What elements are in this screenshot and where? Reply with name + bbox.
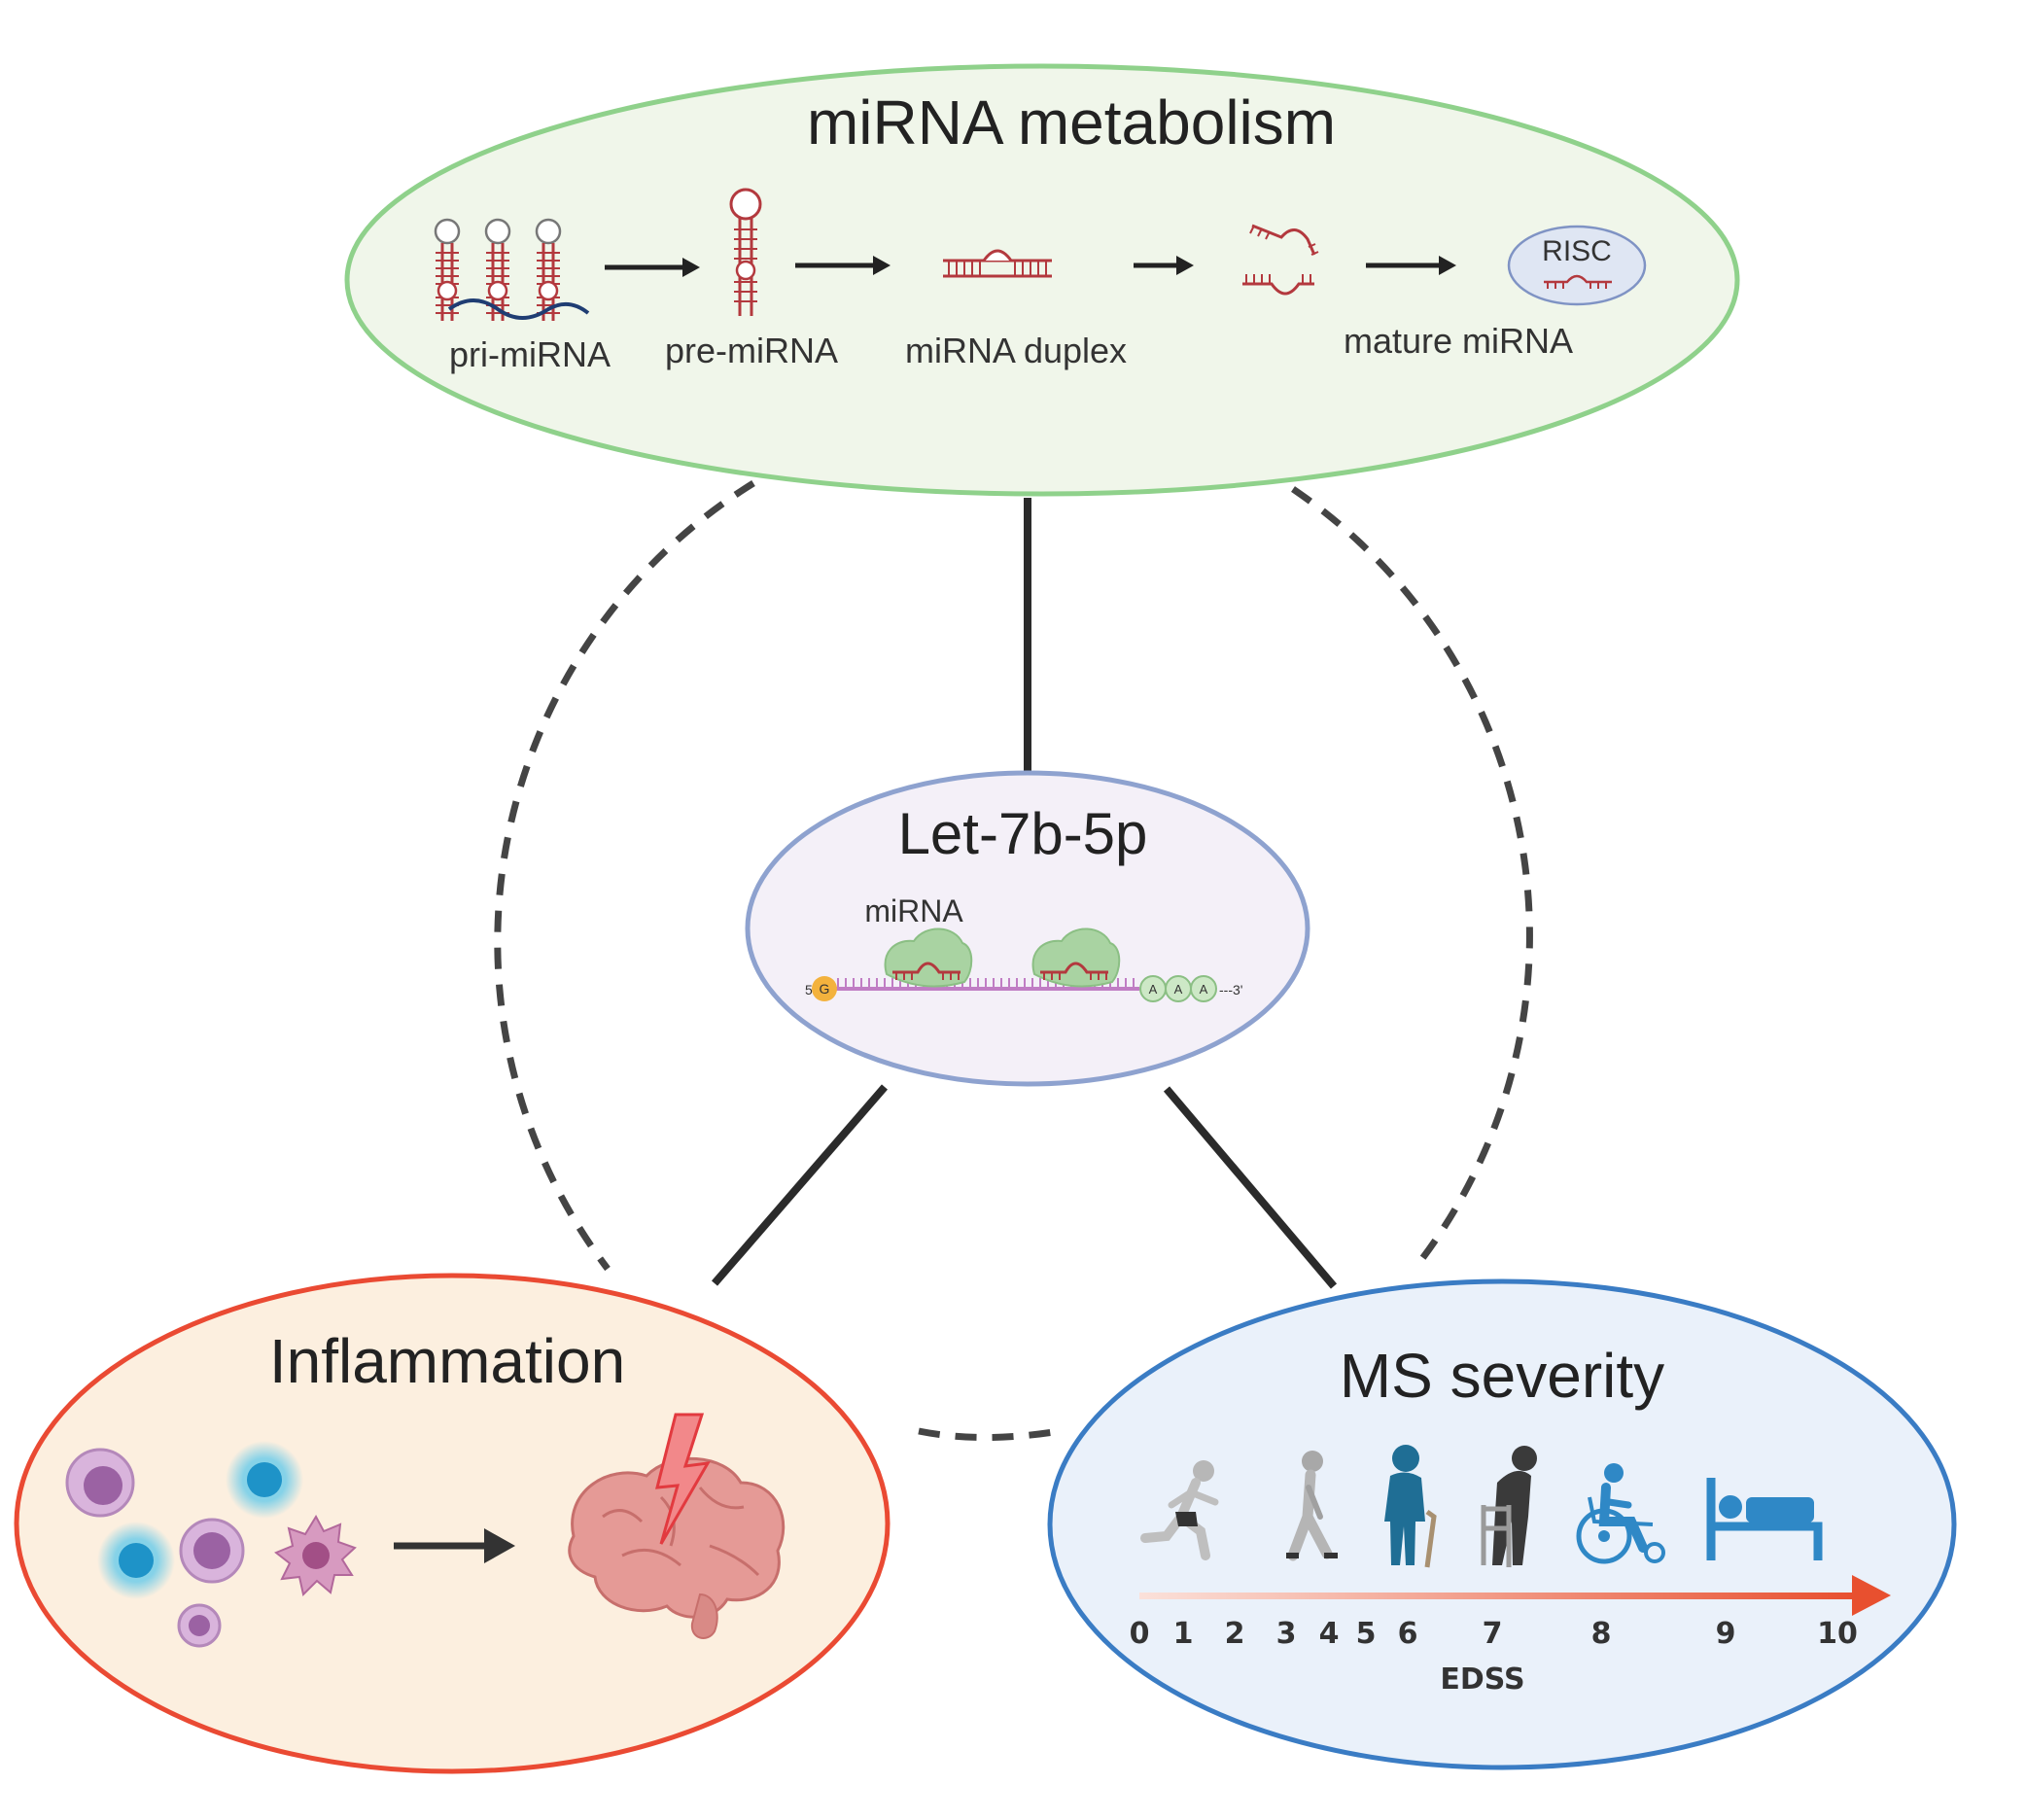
three-prime-label: ---3'	[1219, 982, 1242, 998]
edss-tick-5: 5	[1356, 1617, 1377, 1651]
risc-complex: RISC	[1507, 225, 1647, 306]
dashed-circle-arc-bottom	[918, 1427, 1061, 1441]
dashed-circle-arc-right	[1291, 486, 1533, 1272]
edss-tick-6: 6	[1398, 1617, 1418, 1651]
center-ellipse	[745, 770, 1310, 1087]
polya-label-2: A	[1174, 982, 1183, 997]
center-title: Let-7b-5p	[898, 801, 1148, 866]
center-panel: Let-7b-5p miRNA 5' G A A A ---3'	[745, 770, 1310, 1087]
immune-cell-icon-2	[179, 1518, 245, 1584]
macrophage-icon	[274, 1514, 357, 1596]
edss-arrow-bar	[1139, 1592, 1854, 1599]
connections	[494, 480, 1533, 1441]
edss-scale	[1139, 1575, 1891, 1616]
edss-tick-8: 8	[1591, 1617, 1612, 1651]
severity-panel: MS severity	[1047, 1278, 1957, 1770]
edss-tick-4: 4	[1319, 1617, 1340, 1651]
running-person-icon	[1140, 1460, 1219, 1560]
mirna-label: miRNA	[864, 893, 963, 928]
inflammation-title: Inflammation	[269, 1326, 625, 1396]
edss-tick-3: 3	[1276, 1617, 1297, 1651]
step-label-mirna-duplex: miRNA duplex	[905, 331, 1127, 370]
edss-axis-label: EDSS	[1440, 1662, 1524, 1697]
inflammation-panel: Inflammation	[14, 1273, 891, 1774]
edss-tick-7: 7	[1483, 1617, 1503, 1651]
severity-title: MS severity	[1340, 1341, 1664, 1411]
step-label-pri-mirna: pri-miRNA	[449, 334, 611, 374]
cap-icon	[812, 976, 837, 1001]
edss-tick-9: 9	[1716, 1617, 1736, 1651]
inflammation-ellipse	[14, 1273, 891, 1774]
pri-mirna-icon	[434, 218, 590, 323]
pre-mirna-icon	[729, 188, 762, 316]
solid-link-inflammation	[711, 1084, 889, 1286]
edss-tick-0: 0	[1130, 1617, 1150, 1651]
step-label-pre-mirna: pre-miRNA	[665, 331, 838, 370]
metabolism-ellipse	[344, 63, 1740, 497]
t-cell-icon-2	[97, 1522, 175, 1599]
immune-cell-icon-3	[177, 1603, 222, 1648]
step-label-mature-mirna: mature miRNA	[1344, 321, 1573, 361]
metabolism-title: miRNA metabolism	[807, 88, 1336, 158]
dashed-circle-arc	[494, 480, 755, 1272]
strand-separation-icon	[1242, 224, 1319, 296]
cap-letter: G	[820, 981, 830, 997]
edss-tick-2: 2	[1225, 1617, 1245, 1651]
edss-arrow-head	[1852, 1575, 1891, 1616]
edss-tick-1: 1	[1173, 1617, 1194, 1651]
polya-label-1: A	[1149, 982, 1158, 997]
risc-bound-icon-2	[1031, 928, 1121, 988]
edss-tick-10: 10	[1817, 1617, 1858, 1651]
walker-person-icon	[1481, 1446, 1537, 1567]
bed-icon	[1706, 1478, 1823, 1560]
polya-bead-3	[1190, 975, 1217, 1002]
risc-label: RISC	[1542, 235, 1612, 267]
lightning-icon	[655, 1413, 711, 1545]
immune-cell-icon-1	[65, 1448, 135, 1518]
solid-link-severity	[1163, 1086, 1338, 1289]
cane-person-icon	[1384, 1445, 1437, 1568]
wheelchair-icon	[1576, 1463, 1665, 1564]
t-cell-icon-1	[226, 1441, 303, 1519]
five-prime-label: 5'	[805, 982, 815, 998]
risc-bound-icon-1	[884, 928, 973, 988]
polya-label-3: A	[1200, 982, 1208, 997]
metabolism-panel: miRNA metabolism	[344, 63, 1740, 497]
walking-person-icon	[1286, 1451, 1338, 1561]
mirna-duplex-icon	[943, 249, 1052, 278]
